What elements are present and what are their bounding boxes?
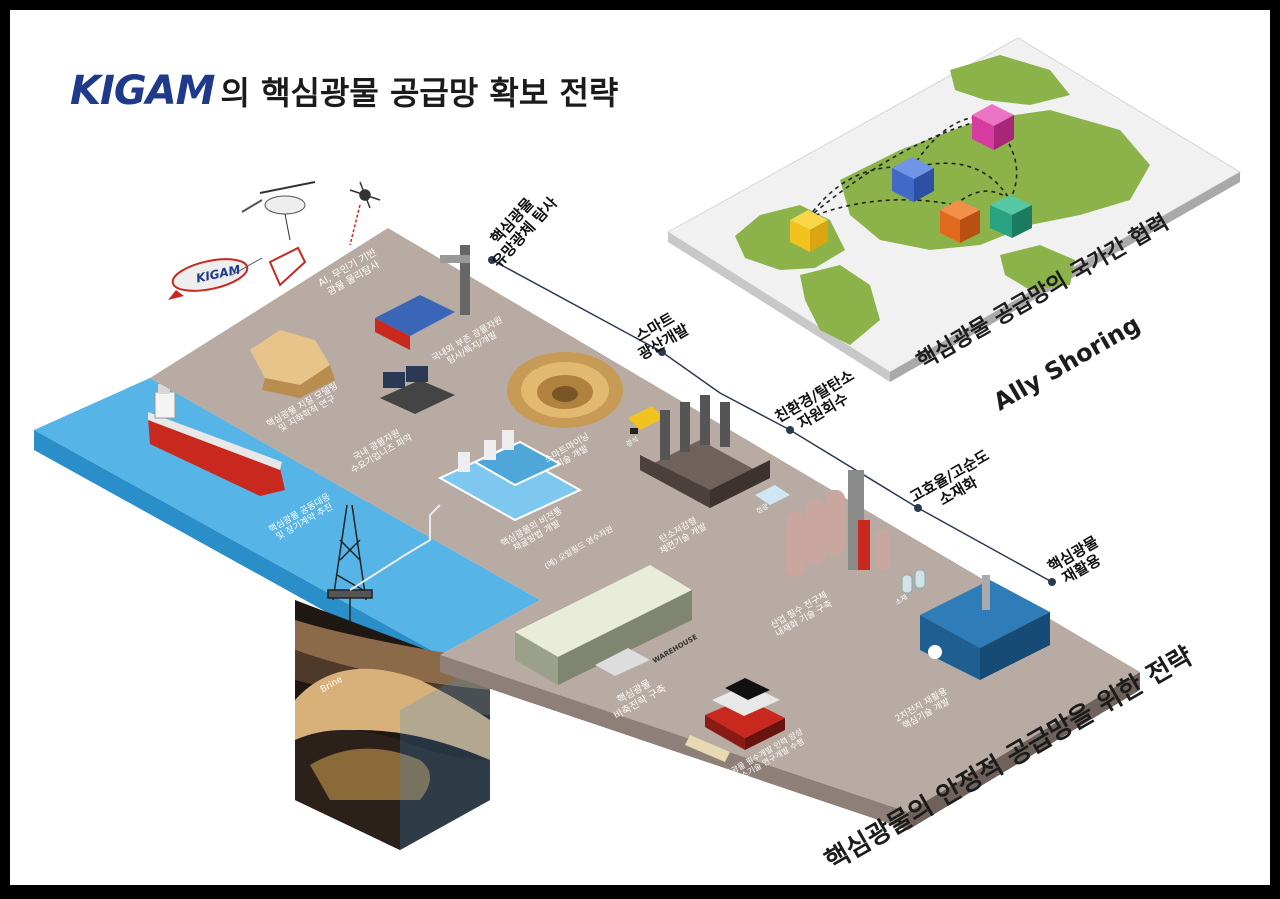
recycle-icon [928,645,942,659]
recycling-plant [920,575,1050,680]
timeline-dot [658,348,666,356]
rock-formation [250,330,335,398]
concentrate-stream [755,485,790,505]
page-title: KIGAM 의 핵심광물 공급망 확보 전략 [70,68,625,118]
brine-pipeline [349,504,441,591]
blimp [168,257,263,300]
continent-africa-south [800,265,880,345]
timeline-dot [914,504,922,512]
timeline-line [491,259,1053,583]
kigam-logo: KIGAM [70,68,215,114]
timeline-dot [488,256,496,264]
world-map-board [667,37,1241,382]
brine-ponds [437,430,583,522]
refinery-tanks [785,470,890,577]
drill-truck [375,245,470,350]
smelter-factory [640,395,770,508]
drone [349,181,381,246]
mining-truck [628,406,664,434]
cube-blue [892,157,934,202]
office-desk [380,366,455,414]
timeline-dots [488,256,1056,586]
cube-teal [990,195,1032,238]
sea-section [34,378,540,850]
continent-oceania [1000,245,1075,290]
cube-yellow [790,210,828,252]
material-cylinders [901,569,926,594]
timeline-dot [786,426,794,434]
title-text: 의 핵심광물 공급망 확보 전략 [216,68,625,118]
cargo-ship [148,384,285,496]
warehouse [515,565,692,685]
open-pit-mine [507,352,623,428]
cube-pink [972,104,1014,150]
helicopter [241,181,316,287]
cube-orange [940,200,980,243]
timeline-dot [1048,578,1056,586]
continent-north [950,55,1070,105]
books-stack [685,678,785,762]
